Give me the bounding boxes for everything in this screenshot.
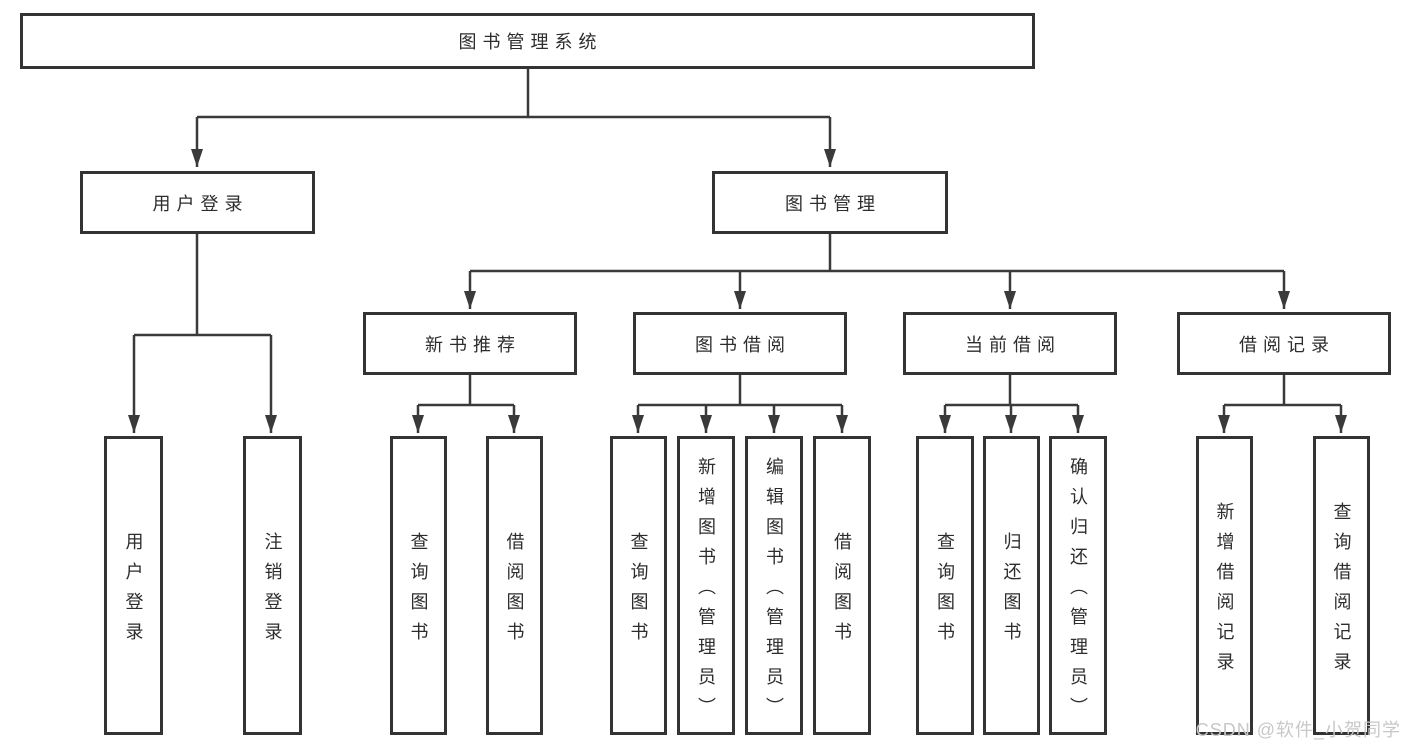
leaf-label: 查询借阅记录 bbox=[1331, 501, 1352, 682]
leaf-borrow-books: 借阅图书 bbox=[813, 436, 871, 735]
node-root: 图书管理系统 bbox=[20, 13, 1035, 69]
leaf-label: 注销登录 bbox=[262, 531, 283, 652]
leaf-edit-book-admin: 编辑图书（管理员） bbox=[745, 436, 803, 735]
node-book-management: 图书管理 bbox=[712, 171, 948, 234]
leaf-user-login: 用户登录 bbox=[104, 436, 163, 735]
leaf-label: 借阅图书 bbox=[832, 531, 852, 652]
node-current-borrow: 当前借阅 bbox=[903, 312, 1117, 375]
leaf-label: 归还图书 bbox=[1001, 531, 1022, 652]
leaf-label: 查询图书 bbox=[935, 531, 955, 652]
leaf-confirm-return-admin: 确认归还（管理员） bbox=[1049, 436, 1107, 735]
leaf-label: 用户登录 bbox=[123, 531, 144, 652]
leaf-logout-login: 注销登录 bbox=[243, 436, 302, 735]
node-borrow-records: 借阅记录 bbox=[1177, 312, 1391, 375]
leaf-borrow-books-recommend: 借阅图书 bbox=[486, 436, 543, 735]
leaf-label: 查询图书 bbox=[408, 531, 429, 652]
leaf-label: 查询图书 bbox=[628, 531, 649, 652]
node-new-book-recommend: 新书推荐 bbox=[363, 312, 577, 375]
leaf-label: 编辑图书（管理员） bbox=[764, 456, 784, 727]
leaf-add-borrow-record: 新增借阅记录 bbox=[1196, 436, 1253, 735]
leaf-add-book-admin: 新增图书（管理员） bbox=[677, 436, 735, 735]
leaf-label: 新增图书（管理员） bbox=[696, 456, 716, 727]
node-book-borrow: 图书借阅 bbox=[633, 312, 847, 375]
watermark: CSDN @软件_小贺同学 bbox=[1195, 720, 1401, 740]
leaf-query-books-current: 查询图书 bbox=[916, 436, 974, 735]
node-user-login: 用户登录 bbox=[80, 171, 315, 234]
leaf-label: 借阅图书 bbox=[504, 531, 525, 652]
leaf-return-book: 归还图书 bbox=[983, 436, 1040, 735]
leaf-label: 确认归还（管理员） bbox=[1068, 456, 1088, 727]
leaf-query-books-recommend: 查询图书 bbox=[390, 436, 447, 735]
leaf-query-books-borrow: 查询图书 bbox=[610, 436, 667, 735]
leaf-query-borrow-record: 查询借阅记录 bbox=[1313, 436, 1370, 735]
leaf-label: 新增借阅记录 bbox=[1214, 501, 1235, 682]
